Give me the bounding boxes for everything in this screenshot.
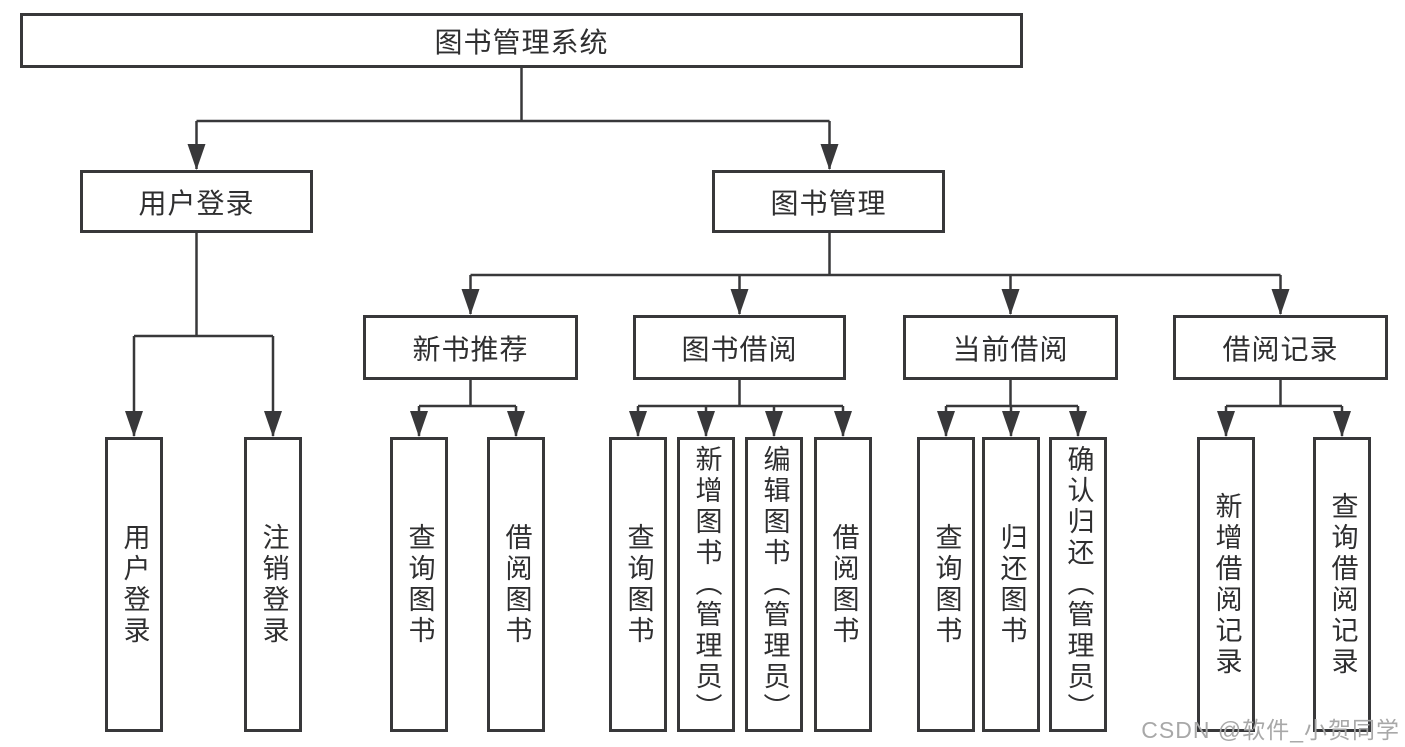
node-book-borrowing-label: 图书借阅	[681, 333, 798, 365]
leaf-newbook-borrow-books-label: 借阅图书	[501, 522, 532, 647]
leaf-borrowing-borrow-books: 借阅图书	[814, 437, 872, 732]
leaf-current-query-books: 查询图书	[917, 437, 975, 732]
node-user-login-label: 用户登录	[138, 187, 255, 219]
leaf-borrowing-query-books-label: 查询图书	[623, 522, 654, 647]
leaf-records-query-borrow-record-label: 查询借阅记录	[1327, 491, 1358, 678]
leaf-current-query-books-label: 查询图书	[931, 522, 962, 647]
csdn-watermark: CSDN @软件_小贺同学	[1141, 717, 1400, 743]
leaf-records-add-borrow-record: 新增借阅记录	[1197, 437, 1255, 732]
leaf-records-add-borrow-record-label: 新增借阅记录	[1211, 491, 1242, 678]
leaf-logout-login: 注销登录	[244, 437, 302, 732]
leaf-newbook-query-books: 查询图书	[390, 437, 448, 732]
leaf-records-query-borrow-record: 查询借阅记录	[1313, 437, 1371, 732]
node-book-management: 图书管理	[712, 170, 945, 233]
leaf-user-login: 用户登录	[105, 437, 163, 732]
node-library-management-system: 图书管理系统	[20, 13, 1023, 68]
leaf-newbook-borrow-books: 借阅图书	[487, 437, 545, 732]
node-book-borrowing: 图书借阅	[633, 315, 846, 380]
leaf-logout-login-label: 注销登录	[258, 522, 289, 647]
leaf-newbook-query-books-label: 查询图书	[404, 522, 435, 647]
leaf-user-login-label: 用户登录	[119, 522, 150, 647]
node-borrowing-records-label: 借阅记录	[1222, 333, 1339, 365]
node-book-management-label: 图书管理	[770, 187, 887, 219]
leaf-current-confirm-return-admin-label: 确认归还（管理员）	[1063, 445, 1094, 724]
node-new-book-recommendation: 新书推荐	[363, 315, 578, 380]
node-borrowing-records: 借阅记录	[1173, 315, 1388, 380]
node-current-borrowing: 当前借阅	[903, 315, 1118, 380]
node-user-login: 用户登录	[80, 170, 313, 233]
leaf-current-return-books-label: 归还图书	[996, 522, 1027, 647]
leaf-borrowing-edit-books-admin: 编辑图书（管理员）	[745, 437, 803, 732]
leaf-borrowing-add-books-admin-label: 新增图书（管理员）	[691, 445, 722, 724]
leaf-current-confirm-return-admin: 确认归还（管理员）	[1049, 437, 1107, 732]
leaf-borrowing-edit-books-admin-label: 编辑图书（管理员）	[759, 445, 790, 724]
leaf-current-return-books: 归还图书	[982, 437, 1040, 732]
leaf-borrowing-borrow-books-label: 借阅图书	[828, 522, 859, 647]
node-current-borrowing-label: 当前借阅	[952, 333, 1069, 365]
leaf-borrowing-query-books: 查询图书	[609, 437, 667, 732]
node-new-book-recommendation-label: 新书推荐	[412, 333, 529, 365]
node-library-management-system-label: 图书管理系统	[434, 26, 609, 58]
leaf-borrowing-add-books-admin: 新增图书（管理员）	[677, 437, 735, 732]
